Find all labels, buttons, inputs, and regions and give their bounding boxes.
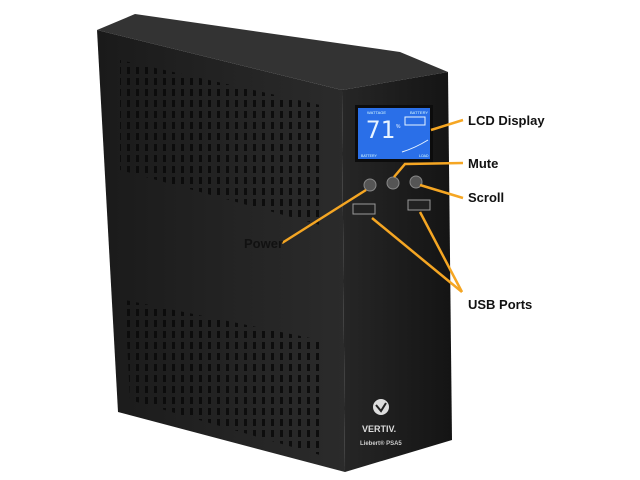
callout-mute: Mute [468,156,499,171]
lcd-watts-label: WATTAGE [367,110,386,115]
battery-icon [404,116,426,126]
lcd-value: 71 [366,116,395,144]
ups-front-face [342,72,452,472]
callout-lines [281,118,464,293]
callout-lcd-display: LCD Display [468,113,545,128]
usb-port-left[interactable] [352,203,376,215]
lcd-bottom-left: BATTERY [361,154,377,158]
svg-text:Liebert® PSA5: Liebert® PSA5 [360,440,402,447]
power-button[interactable] [363,178,377,192]
ups-body [97,14,452,472]
lcd-bottom-right: LOAD [419,154,429,158]
vertiv-logo: VERTIV. Liebert® PSA5 [360,399,402,447]
lcd-battery-label: BATTERY [410,110,428,115]
lcd-display: WATTAGE BATTERY 71 % BATTERY LOAD [355,105,433,162]
side-vents-bottom [125,300,320,455]
callout-power: Power [244,236,284,251]
callout-scroll: Scroll [468,190,505,205]
svg-text:VERTIV.: VERTIV. [362,424,396,434]
mute-button[interactable] [386,176,400,190]
scroll-button[interactable] [409,175,423,189]
lcd-unit: % [396,124,401,130]
usb-port-right[interactable] [407,199,431,211]
side-vents-top [120,60,320,225]
ups-top-face [97,14,448,90]
callout-usb-ports: USB Ports [468,297,533,312]
